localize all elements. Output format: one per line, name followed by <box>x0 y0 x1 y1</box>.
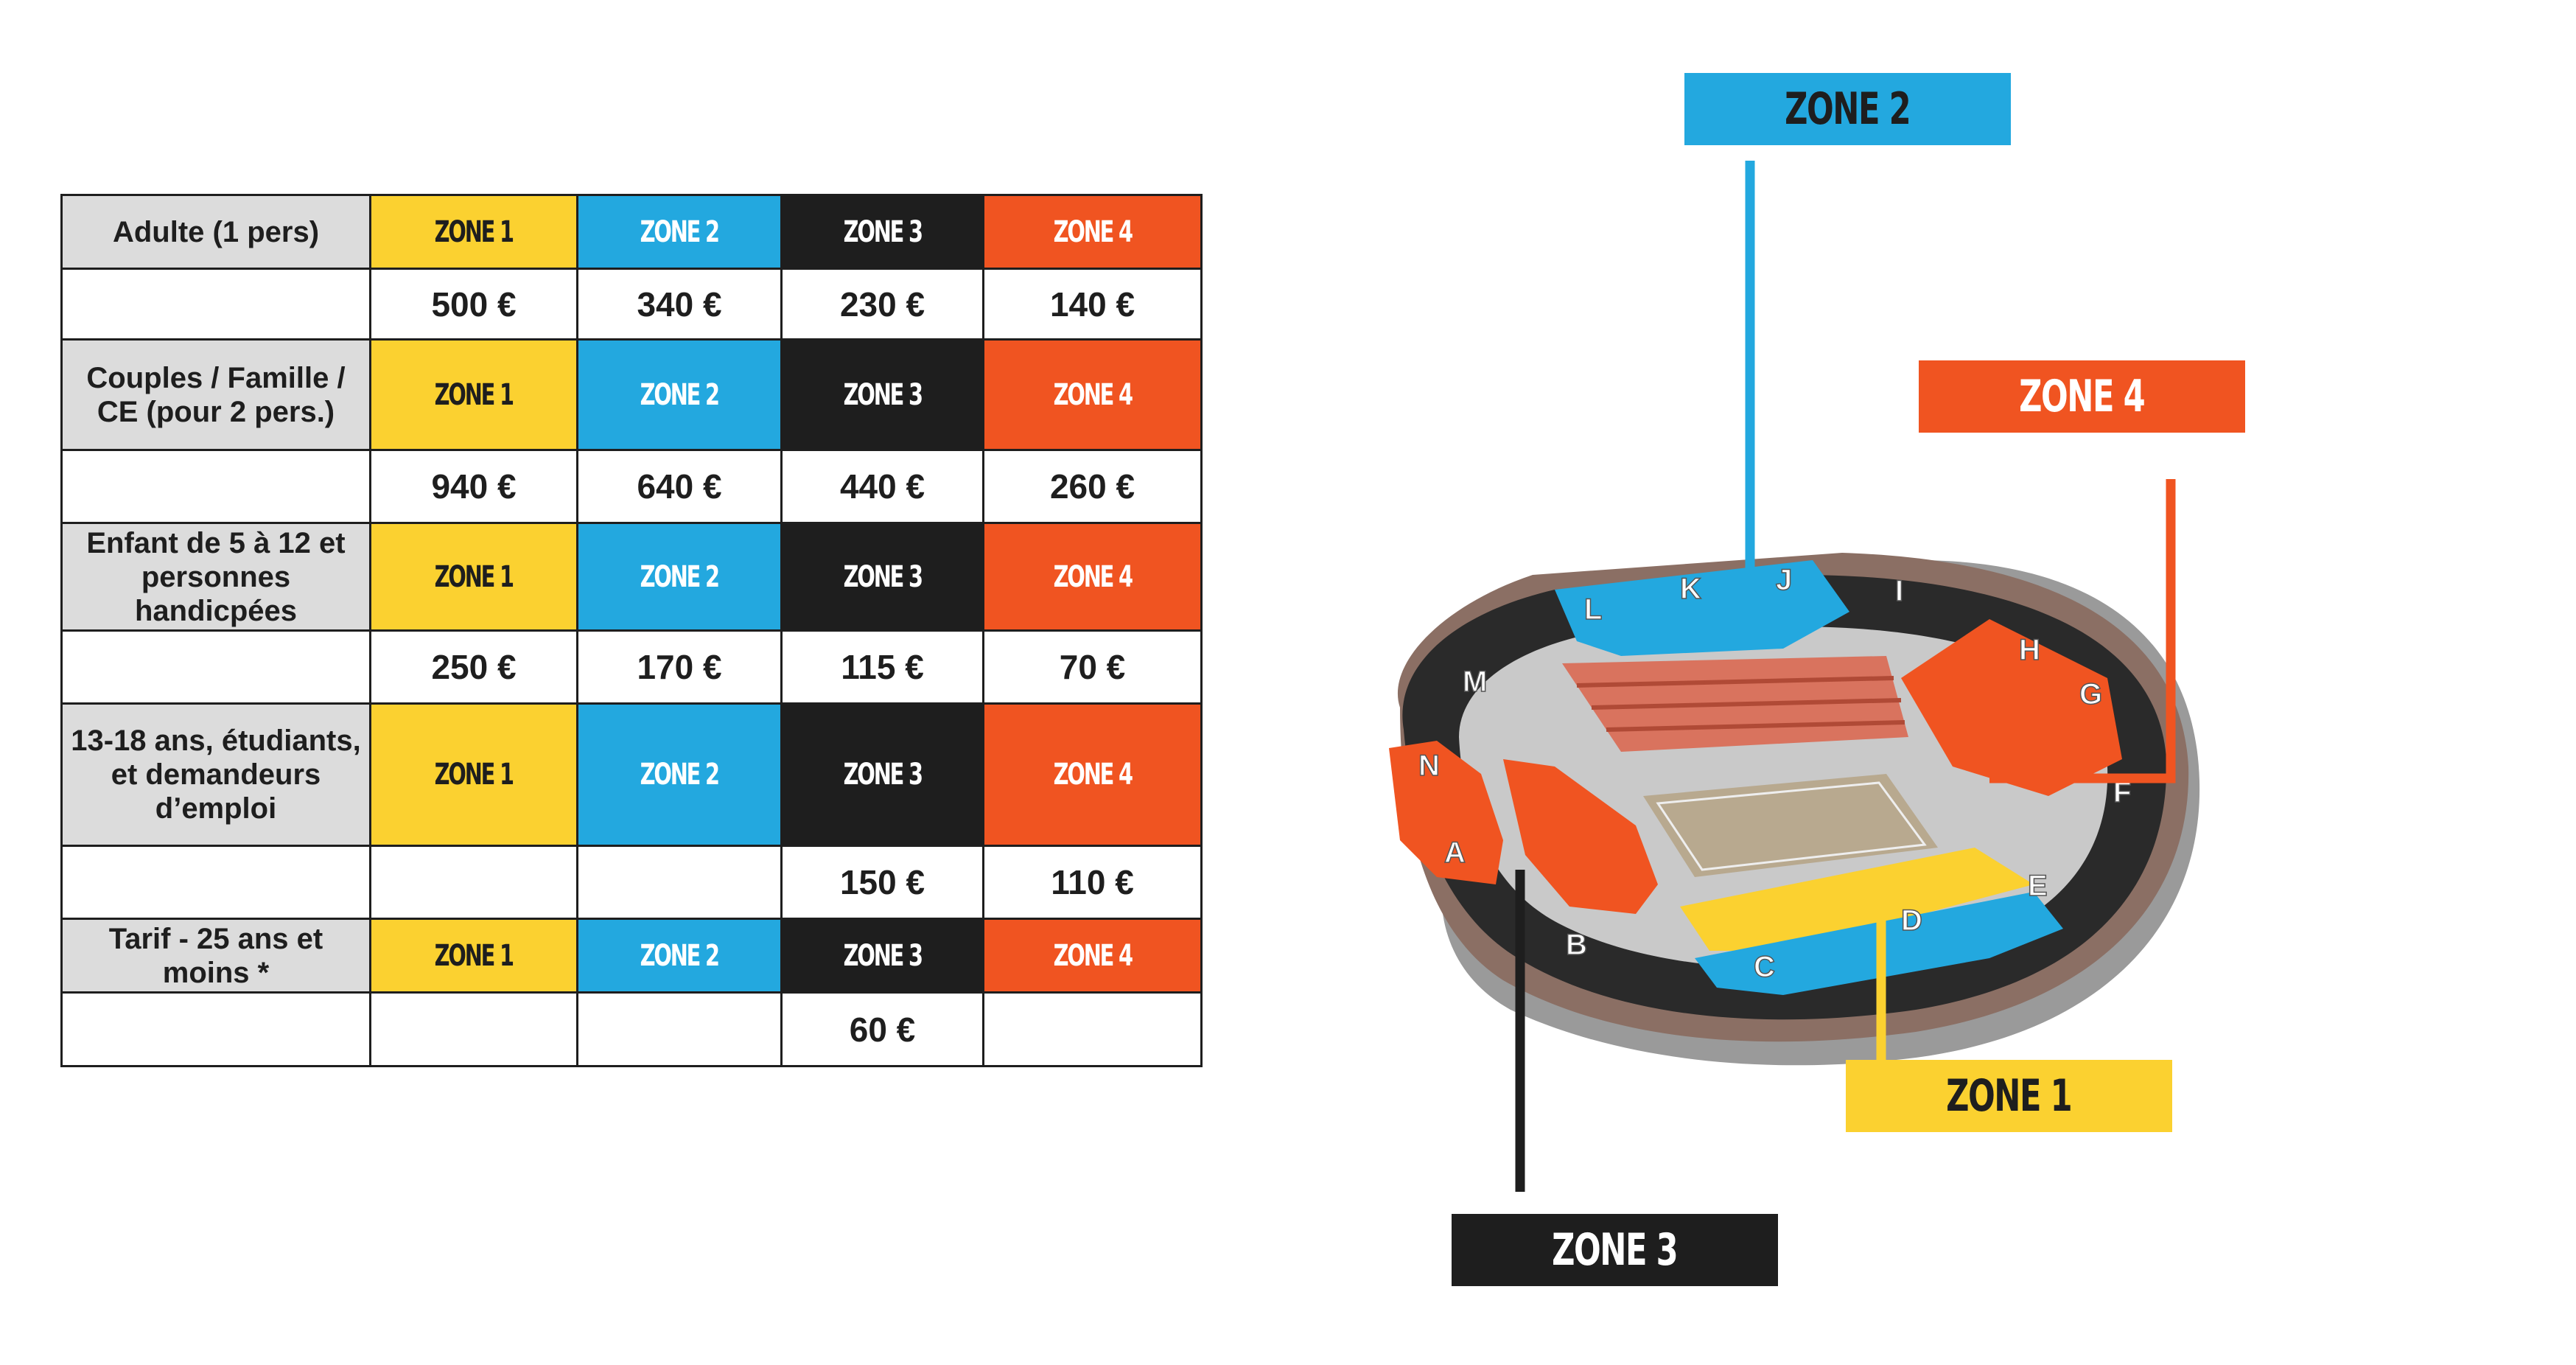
zone-3-cell: ZONE 3 <box>780 522 984 632</box>
section-g-label: G <box>2079 678 2102 711</box>
section-k-label: K <box>1680 573 1701 605</box>
price-cell <box>982 991 1203 1067</box>
price-cell: 70 € <box>982 629 1203 705</box>
section-b-label: B <box>1566 929 1587 961</box>
blank-cell <box>60 629 371 705</box>
section-j-label: J <box>1776 564 1792 596</box>
court-lines <box>1656 781 1927 871</box>
price-cell: 60 € <box>780 991 984 1067</box>
blank-cell <box>60 268 371 341</box>
section-n-label: N <box>1418 750 1440 782</box>
zone-2-cell: ZONE 2 <box>576 194 783 270</box>
price-cell: 150 € <box>780 845 984 920</box>
zone-4-right-stand <box>1901 619 2122 796</box>
price-cell: 250 € <box>369 629 578 705</box>
section-h-label: H <box>2019 634 2040 666</box>
zone-3-cell: ZONE 3 <box>780 702 984 847</box>
section-letters: A B C D E F G H I J K L M N <box>1418 563 2132 984</box>
price-cell: 940 € <box>369 449 578 524</box>
blank-cell <box>60 991 371 1067</box>
seat-rows <box>1576 676 1905 732</box>
price-cell: 260 € <box>982 449 1203 524</box>
price-cell: 110 € <box>982 845 1203 920</box>
zone-4-cell: ZONE 4 <box>982 702 1203 847</box>
category-cell: 13-18 ans, étudiants, et demandeurs d’em… <box>60 702 371 847</box>
zone-4-leader-line <box>1989 479 2176 783</box>
price-cell: 170 € <box>576 629 783 705</box>
zone-4-left-inner-stand <box>1503 759 1658 914</box>
zone-1-cell: ZONE 1 <box>369 918 578 994</box>
price-cell: 140 € <box>982 268 1203 341</box>
category-cell: Adulte (1 pers) <box>60 194 371 270</box>
zone-1-cell: ZONE 1 <box>369 194 578 270</box>
zone-3-label: ZONE 3 <box>1452 1214 1778 1286</box>
price-cell: 500 € <box>369 268 578 341</box>
price-row: 940 € 640 € 440 € 260 € <box>60 449 1203 524</box>
blank-cell <box>60 845 371 920</box>
price-cell: 340 € <box>576 268 783 341</box>
price-cell: 115 € <box>780 629 984 705</box>
zone-header-row: Tarif - 25 ans et moins * ZONE 1 ZONE 2 … <box>60 918 1203 994</box>
price-cell <box>369 845 578 920</box>
category-cell: Enfant de 5 à 12 et personnes handicpées <box>60 522 371 632</box>
zone-4-cell: ZONE 4 <box>982 194 1203 270</box>
section-i-label: I <box>1895 575 1903 607</box>
price-row: 60 € <box>60 991 1203 1067</box>
zone-header-row: Adulte (1 pers) ZONE 1 ZONE 2 ZONE 3 ZON… <box>60 194 1203 270</box>
zone-4-label: ZONE 4 <box>1919 360 2245 433</box>
zone-header-row: Enfant de 5 à 12 et personnes handicpées… <box>60 522 1203 632</box>
price-table: Adulte (1 pers) ZONE 1 ZONE 2 ZONE 3 ZON… <box>60 194 1203 1067</box>
zone-2-cell: ZONE 2 <box>576 338 783 451</box>
price-row: 150 € 110 € <box>60 845 1203 920</box>
section-e-label: E <box>2028 870 2048 902</box>
section-d-label: D <box>1901 904 1922 937</box>
zone-3-cell: ZONE 3 <box>780 918 984 994</box>
zone-3-cell: ZONE 3 <box>780 338 984 451</box>
price-cell: 440 € <box>780 449 984 524</box>
price-row: 500 € 340 € 230 € 140 € <box>60 268 1203 341</box>
zone-2-label: ZONE 2 <box>1684 73 2011 145</box>
zone-header-row: 13-18 ans, étudiants, et demandeurs d’em… <box>60 702 1203 847</box>
section-c-label: C <box>1754 951 1775 983</box>
zone-1-cell: ZONE 1 <box>369 338 578 451</box>
zone-1-cell: ZONE 1 <box>369 522 578 632</box>
price-cell: 230 € <box>780 268 984 341</box>
section-m-label: M <box>1463 666 1487 698</box>
section-l-label: L <box>1584 593 1602 626</box>
price-cell <box>576 845 783 920</box>
category-cell: Tarif - 25 ans et moins * <box>60 918 371 994</box>
zone-1-front-stand <box>1680 848 2034 951</box>
price-cell: 640 € <box>576 449 783 524</box>
zone-2-upper-stand <box>1555 560 1849 656</box>
zone-2-cell: ZONE 2 <box>576 702 783 847</box>
zone-4-cell: ZONE 4 <box>982 918 1203 994</box>
zone-3-cell: ZONE 3 <box>780 194 984 270</box>
price-cell <box>369 991 578 1067</box>
category-cell: Couples / Famille / CE (pour 2 pers.) <box>60 338 371 451</box>
zone-4-cell: ZONE 4 <box>982 522 1203 632</box>
zone-4-left-stand <box>1389 741 1503 884</box>
zone-1-cell: ZONE 1 <box>369 702 578 847</box>
blank-cell <box>60 449 371 524</box>
price-row: 250 € 170 € 115 € 70 € <box>60 629 1203 705</box>
section-a-label: A <box>1444 837 1466 869</box>
zone-header-row: Couples / Famille / CE (pour 2 pers.) ZO… <box>60 338 1203 451</box>
price-cell <box>576 991 783 1067</box>
zone-2-cell: ZONE 2 <box>576 918 783 994</box>
zone-2-cell: ZONE 2 <box>576 522 783 632</box>
zone-4-cell: ZONE 4 <box>982 338 1203 451</box>
zone-1-label: ZONE 1 <box>1846 1060 2172 1132</box>
